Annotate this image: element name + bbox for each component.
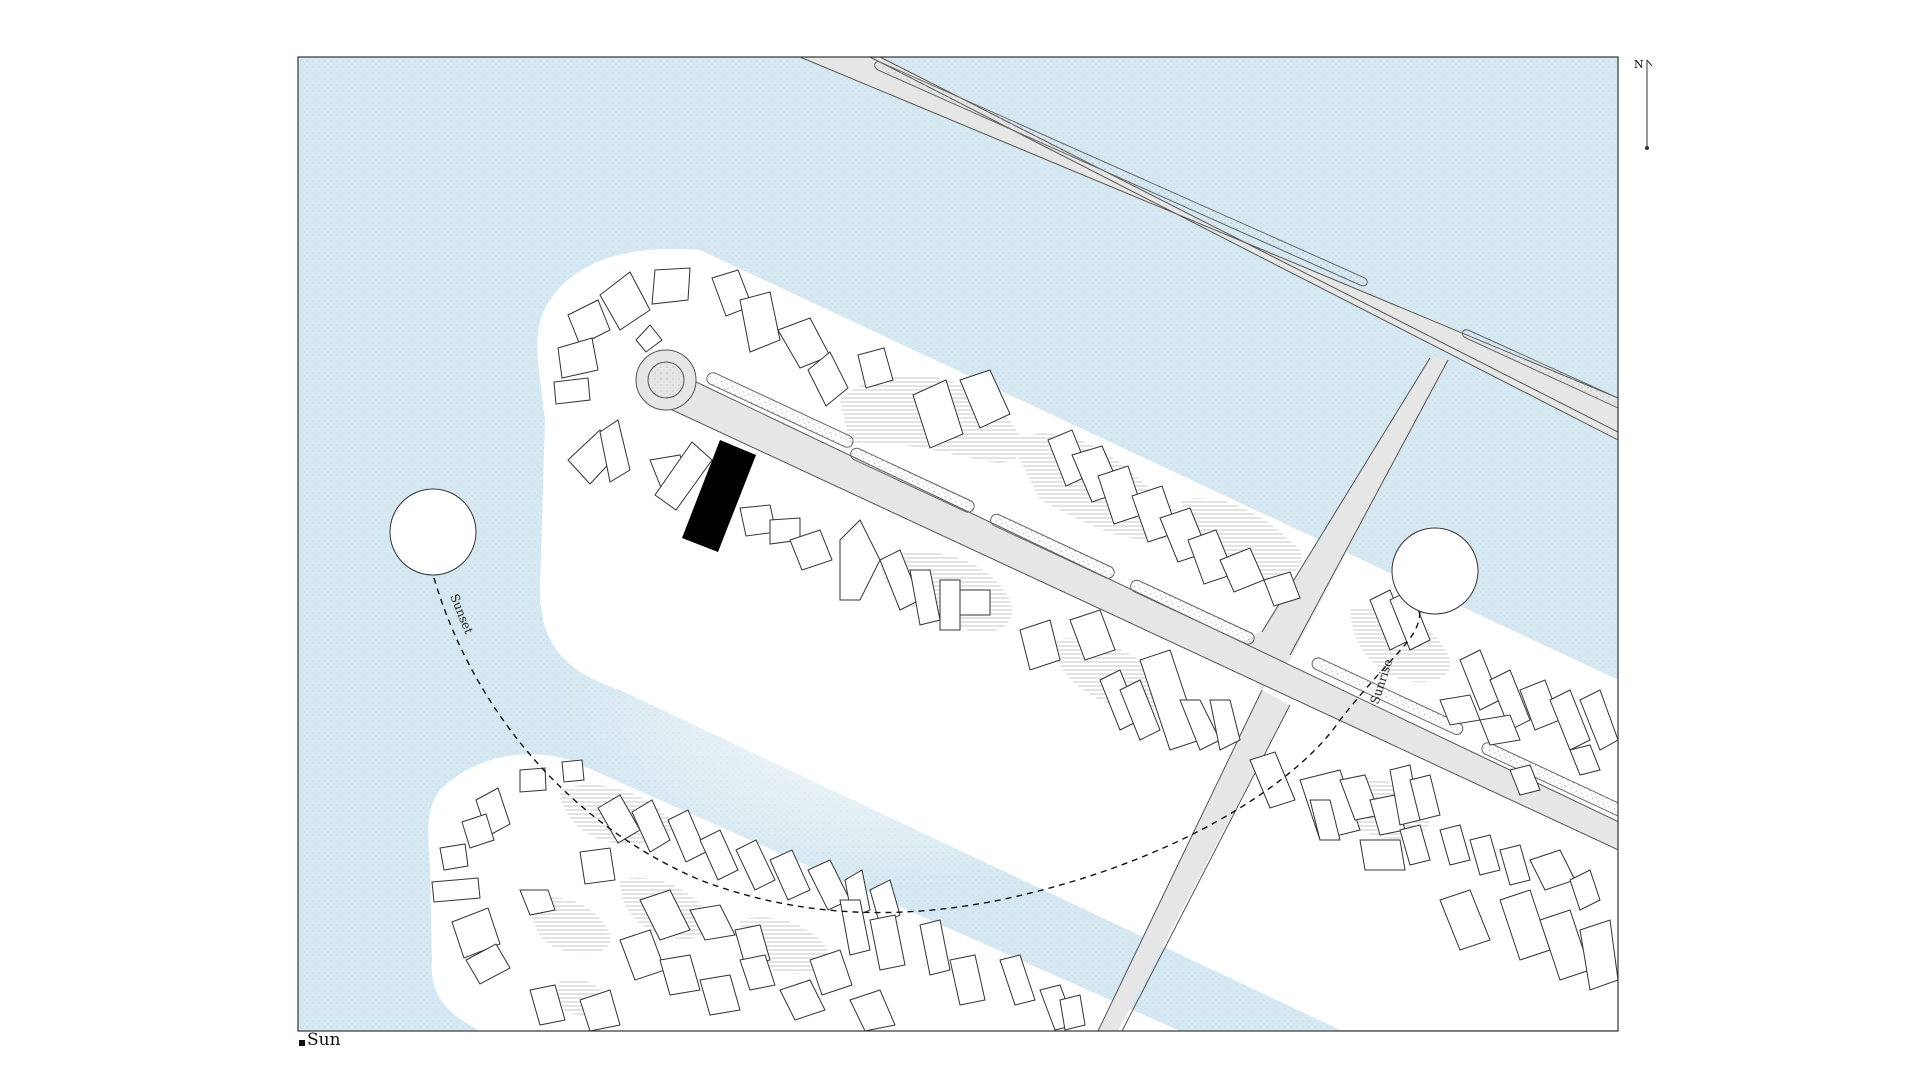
north-arrow: N [1634, 58, 1653, 150]
legend: Sun [299, 1030, 341, 1050]
map-frame [297, 56, 1619, 1032]
buildings-upper [553, 267, 1618, 796]
sunrise-sun-marker [1391, 527, 1479, 615]
legend-label: Sun [307, 1030, 341, 1050]
sun-path [433, 577, 1421, 914]
legend-marker-icon [299, 1040, 305, 1046]
main-street [635, 349, 1618, 851]
buildings-lower [431, 759, 1086, 1031]
project-building [682, 440, 756, 552]
highway [799, 57, 1618, 441]
sunset-sun-marker [389, 488, 477, 576]
buildings-upper-south [1249, 751, 1618, 991]
north-label: N [1634, 58, 1644, 71]
